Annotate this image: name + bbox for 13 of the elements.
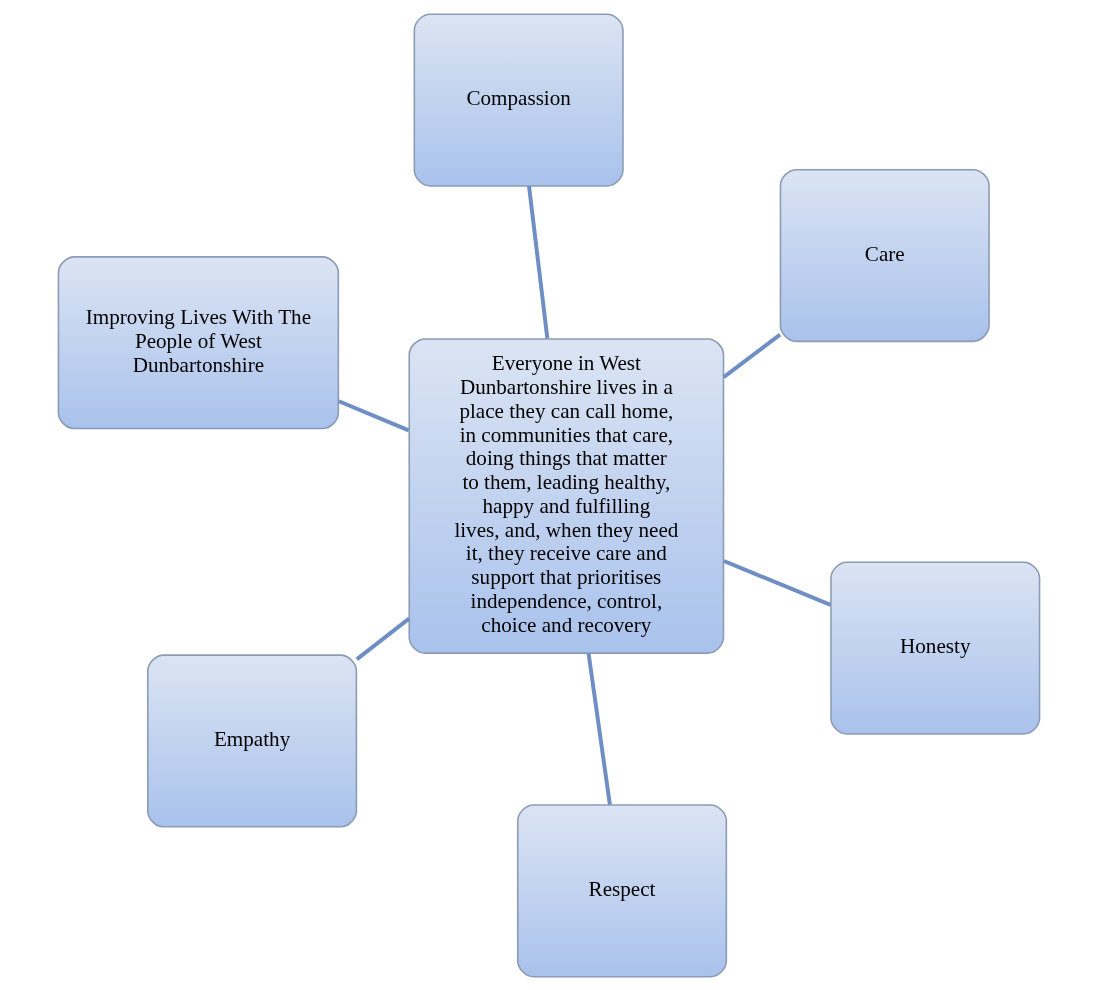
connector bbox=[526, 185, 549, 339]
connector bbox=[586, 652, 612, 805]
connector bbox=[722, 332, 781, 379]
node-box: Honesty bbox=[829, 561, 1040, 735]
node-box: Care bbox=[779, 168, 990, 342]
node-box: Respect bbox=[516, 803, 727, 977]
connector bbox=[722, 558, 831, 607]
node-box: Improving Lives With The People of West Dunbartonshire bbox=[57, 255, 339, 429]
node-box: Empathy bbox=[146, 653, 357, 828]
node-box: Everyone in West Dunbartonshire lives in a place they can call home, in communities that care, doing things that matter to them, leading healthy, happy and fulfilling lives, and, when they need it, they receive care and support that prioritises independence, control, choice and recovery bbox=[407, 337, 724, 654]
connector bbox=[355, 616, 410, 661]
connector bbox=[337, 398, 409, 432]
node-box: Compassion bbox=[413, 13, 624, 187]
